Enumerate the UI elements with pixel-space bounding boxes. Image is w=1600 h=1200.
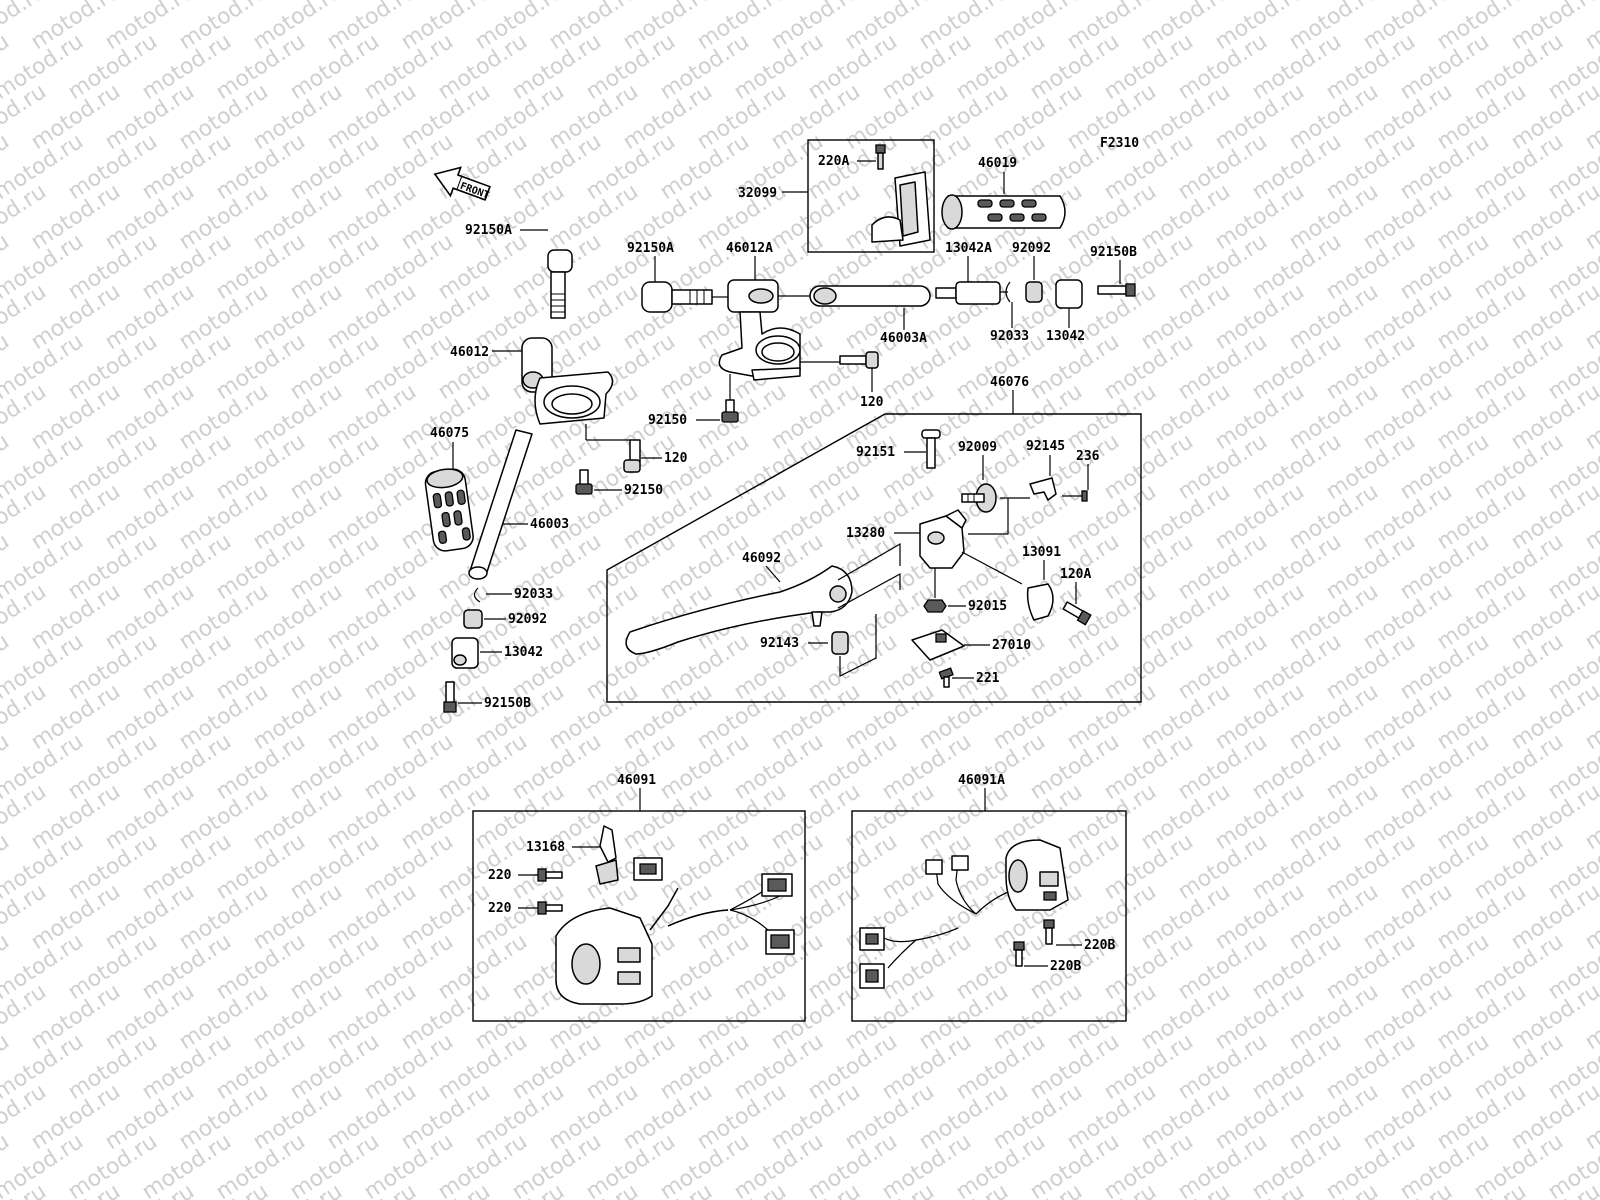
clutch-lever-assembly-box: [606, 413, 1142, 703]
figure-code: F2310: [1100, 136, 1139, 151]
screw-220B-b: [1013, 941, 1025, 967]
connector-right-a: [925, 855, 969, 875]
label-13280: 13280: [846, 526, 885, 541]
label-92150A-top: 92150A: [627, 241, 674, 256]
label-92143: 92143: [760, 636, 799, 651]
label-46012: 46012: [450, 345, 489, 360]
weight-13042-top: [1055, 279, 1083, 309]
clutch-lever-46092: [625, 565, 853, 655]
label-220-a: 220: [488, 868, 512, 883]
grip-46075: [424, 468, 474, 552]
label-13042-left: 13042: [504, 645, 543, 660]
weight-13042A: [935, 281, 1001, 305]
handlebar-clamp-46012A: [718, 279, 801, 381]
label-220B-a: 220B: [1084, 938, 1115, 953]
bolt-120-mid: [839, 351, 879, 369]
bush-92092-left: [463, 609, 483, 629]
label-120-left: 120: [664, 451, 688, 466]
label-13091: 13091: [1022, 545, 1061, 560]
connector-right-c: [859, 963, 885, 989]
label-13042-top: 13042: [1046, 329, 1085, 344]
bolt-120-left: [623, 439, 641, 473]
bolt-120A: [1062, 601, 1092, 626]
connector-left-b: [761, 873, 793, 897]
bolt-92150B-left: [443, 681, 457, 713]
screw-220A: [875, 144, 886, 170]
label-13042A: 13042A: [945, 241, 992, 256]
label-92150-mid: 92150: [648, 413, 687, 428]
screw-236: [1062, 490, 1088, 502]
label-46092: 46092: [742, 551, 781, 566]
label-220-b: 220: [488, 901, 512, 916]
bush-92092-top: [1025, 281, 1043, 303]
throttle-pulley-box: [807, 139, 935, 253]
bolt-92150A-left: [547, 249, 573, 319]
adjuster-92009: [961, 483, 997, 513]
label-46012A: 46012A: [726, 241, 773, 256]
screw-220B-a: [1043, 919, 1055, 945]
label-92145: 92145: [1026, 439, 1065, 454]
label-13168: 13168: [526, 840, 565, 855]
throttle-pulley: [871, 171, 931, 247]
label-92150A-left: 92150A: [465, 223, 512, 238]
label-92151: 92151: [856, 445, 895, 460]
lever-13168: [595, 825, 619, 885]
collar-92143: [831, 631, 849, 655]
ring-92033-left: [473, 587, 481, 603]
weight-13042-left: [451, 637, 479, 669]
handlebar-clamp-46012: [521, 337, 614, 425]
label-221: 221: [976, 671, 1000, 686]
label-92150B-left: 92150B: [484, 696, 531, 711]
label-27010: 27010: [992, 638, 1031, 653]
label-46091A: 46091A: [958, 773, 1005, 788]
screw-220-a: [537, 868, 563, 882]
right-switch-housing: [1005, 839, 1069, 911]
switch-27010: [911, 629, 965, 661]
label-92092-top: 92092: [1012, 241, 1051, 256]
label-92150-left: 92150: [624, 483, 663, 498]
label-92015: 92015: [968, 599, 1007, 614]
label-46003A: 46003A: [880, 331, 927, 346]
bolt-92150-mid: [721, 399, 739, 423]
connector-left-c: [765, 929, 795, 955]
bolt-92150-left: [575, 469, 593, 495]
spring-plate-92145: [1029, 477, 1057, 501]
label-92150B-top: 92150B: [1090, 245, 1137, 260]
holder-clamp-13091: [1026, 583, 1054, 621]
label-46091: 46091: [617, 773, 656, 788]
right-switch-box: [851, 810, 1127, 1022]
label-236: 236: [1076, 449, 1100, 464]
handlebar-tube-46003A: [809, 285, 931, 307]
label-92033-top: 92033: [990, 329, 1029, 344]
label-120A: 120A: [1060, 567, 1091, 582]
label-46076: 46076: [990, 375, 1029, 390]
label-220A: 220A: [818, 154, 849, 169]
label-120-mid: 120: [860, 395, 884, 410]
pivot-bolt-92151: [921, 429, 941, 469]
throttle-grip-46019: [941, 194, 1066, 230]
label-46003: 46003: [530, 517, 569, 532]
screw-221: [938, 667, 954, 688]
left-switch-box: [472, 810, 806, 1022]
bolt-92150B-top: [1097, 283, 1136, 297]
lever-holder-13280: [919, 509, 967, 569]
switch-cable-left: [649, 887, 679, 931]
nut-92015: [923, 599, 947, 613]
connector-left-a: [633, 857, 663, 881]
label-92033-left: 92033: [514, 587, 553, 602]
label-46019: 46019: [978, 156, 1017, 171]
handlebar-tube-46003: [468, 429, 533, 580]
label-32099: 32099: [738, 186, 777, 201]
screw-220-b: [537, 901, 563, 915]
label-46075: 46075: [430, 426, 469, 441]
label-92009: 92009: [958, 440, 997, 455]
left-switch-housing: [555, 907, 653, 1005]
label-92092-left: 92092: [508, 612, 547, 627]
ring-92033-top: [1005, 281, 1011, 303]
label-220B-b: 220B: [1050, 959, 1081, 974]
connector-right-b: [859, 927, 885, 951]
